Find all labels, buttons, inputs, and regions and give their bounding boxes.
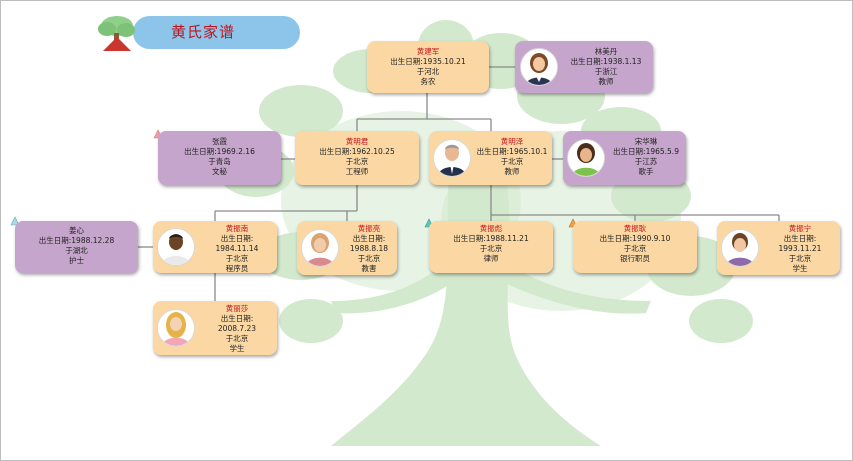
birth-label: 出生日期: [613, 147, 646, 156]
member-name: 黄振宁 [788, 224, 812, 233]
birth-place: 于青岛 [208, 157, 231, 166]
birth-date: 1935.10.21 [422, 57, 466, 66]
member-name: 黄明君 [345, 137, 369, 146]
birth-label: 出生日期: [220, 234, 254, 243]
member-name: 黄丽莎 [225, 304, 249, 313]
female-avatar-icon [301, 229, 339, 267]
birth-place: 于北京 [623, 244, 647, 253]
birth-place: 于北京 [500, 157, 524, 166]
birth-label: 出生日期: [783, 234, 817, 243]
occupation: 工程师 [345, 167, 369, 176]
occupation: 学生 [229, 344, 245, 353]
male-avatar-icon [433, 139, 471, 177]
birth-place: 于北京 [479, 244, 503, 253]
occupation: 学生 [792, 264, 808, 273]
birth-date: 1993.11.21 [778, 244, 822, 253]
member-card-gen3-wife[interactable]: 姜心 出生日期:1988.12.28 于湖北 护士 [15, 221, 138, 273]
male-avatar-icon [157, 228, 195, 266]
birth-label: 出生日期: [476, 147, 510, 156]
birth-label: 出生日期: [570, 57, 604, 66]
occupation: 银行职员 [620, 254, 650, 263]
occupation: 律师 [483, 254, 499, 263]
member-card-gen3-a[interactable]: 黄振南 出生日期: 1984.11.14 于北京 程序员 [153, 221, 277, 273]
occupation: 教师 [504, 167, 520, 176]
member-name: 黄振亮 [357, 224, 381, 233]
birth-label: 出生日期: [599, 234, 633, 243]
member-name: 黄明泽 [500, 137, 524, 146]
occupation: 文秘 [212, 167, 227, 176]
female-avatar-icon [721, 229, 759, 267]
birth-place: 于北京 [225, 334, 249, 343]
birth-date: 1984.11.14 [215, 244, 259, 253]
member-card-gen2-wife-a[interactable]: 张霞 出生日期:1969.2.16 于青岛 文秘 [158, 131, 281, 185]
birth-label: 出生日期: [319, 147, 352, 156]
member-card-gen1-husband[interactable]: 黄建军 出生日期:1935.10.21 于河北 务农 [367, 41, 489, 93]
member-card-gen1-wife[interactable]: 林美丹 出生日期:1938.1.13 于浙江 教师 [515, 41, 653, 93]
female-avatar-icon [520, 48, 558, 86]
occupation: 务农 [420, 77, 436, 86]
member-card-gen2-son-a[interactable]: 黄明君 出生日期:1962.10.25 于北京 工程师 [295, 131, 419, 185]
birth-place: 于湖北 [65, 246, 88, 255]
member-card-gen3-e[interactable]: 黄振宁 出生日期: 1993.11.21 于北京 学生 [717, 221, 840, 275]
member-name: 黄振南 [225, 224, 249, 233]
birth-place: 于江苏 [634, 157, 658, 166]
birth-place: 于北京 [345, 157, 369, 166]
birth-date: 1988.11.21 [485, 234, 529, 243]
birth-label: 出生日期: [220, 314, 254, 323]
birth-place: 于北京 [788, 254, 812, 263]
member-card-gen2-wife-b[interactable]: 宋华琳 出生日期:1965.5.9 于江苏 歌手 [563, 131, 686, 185]
page-title: 黄氏家谱 [171, 23, 236, 41]
birth-place: 于北京 [225, 254, 249, 263]
birth-place: 于浙江 [594, 67, 618, 76]
member-card-gen4-a[interactable]: 黄丽莎 出生日期: 2008.7.23 于北京 学生 [153, 301, 277, 355]
birth-date: 1990.9.10 [632, 234, 671, 243]
birth-label: 出生日期: [390, 57, 423, 66]
birth-date: 1988.8.18 [349, 244, 389, 253]
member-name: 黄振彪 [479, 224, 503, 233]
birth-date: 1969.2.16 [216, 147, 255, 156]
member-name: 林美丹 [594, 47, 618, 56]
occupation: 教师 [598, 77, 614, 86]
member-card-gen2-son-b[interactable]: 黄明泽 出生日期:1965.10.1 于北京 教师 [429, 131, 552, 185]
tree-logo-icon [98, 16, 135, 51]
birth-label: 出生日期: [352, 234, 386, 243]
birth-label: 出生日期: [453, 234, 486, 243]
birth-date: 1962.10.25 [351, 147, 395, 156]
title-banner [133, 16, 300, 49]
member-name: 张霞 [212, 137, 227, 146]
member-card-gen3-c[interactable]: 黄振彪 出生日期:1988.11.21 于北京 律师 [429, 221, 553, 273]
member-name: 姜心 [69, 226, 84, 235]
member-name: 宋华琳 [634, 137, 658, 146]
birth-label: 出生日期: [38, 236, 72, 245]
birth-date: 1938.1.13 [603, 57, 642, 66]
occupation: 护士 [69, 256, 84, 265]
female-avatar-icon [567, 139, 605, 177]
birth-place: 于河北 [416, 67, 440, 76]
member-card-gen3-b[interactable]: 黄振亮 出生日期: 1988.8.18 于北京 教害 [297, 221, 397, 275]
member-card-gen3-d[interactable]: 黄振耿 出生日期:1990.9.10 于北京 银行职员 [573, 221, 697, 273]
occupation: 教害 [361, 264, 377, 273]
birth-place: 于北京 [357, 254, 381, 263]
occupation: 程序员 [225, 264, 249, 273]
member-name: 黄振耿 [623, 224, 647, 233]
birth-date: 1965.10.1 [509, 147, 548, 156]
birth-label: 出生日期: [184, 147, 217, 156]
female-avatar-icon [157, 309, 195, 347]
birth-date: 1988.12.28 [71, 236, 115, 245]
member-name: 黄建军 [416, 47, 440, 56]
occupation: 歌手 [638, 167, 654, 176]
birth-date: 1965.5.9 [645, 147, 679, 156]
birth-date: 2008.7.23 [217, 324, 257, 333]
